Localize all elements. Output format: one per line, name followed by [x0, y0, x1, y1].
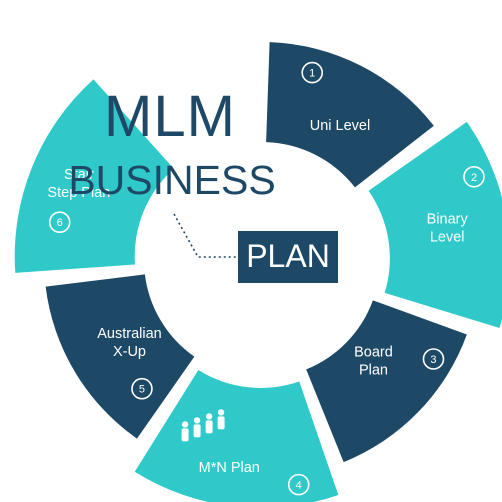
- segment-shape: [45, 274, 195, 439]
- segment-number: 3: [430, 354, 436, 366]
- segment-number: 2: [471, 172, 477, 184]
- people-hierarchy-icon: [181, 409, 225, 442]
- number-circle-icon: [48, 211, 71, 234]
- number-circle-icon: [301, 61, 324, 84]
- title-business: BUSINESS: [68, 157, 275, 203]
- segment-label: Step Plan: [47, 185, 110, 201]
- segment-shape: [266, 42, 434, 188]
- segment-label: Plan: [359, 362, 388, 378]
- number-circle-icon: [463, 165, 485, 188]
- number-circle-icon: [422, 348, 445, 370]
- dotted-connector: [173, 213, 238, 258]
- plan-badge: [238, 231, 338, 283]
- title-mlm: MLM: [104, 84, 236, 149]
- segment-label: Stair: [64, 167, 94, 183]
- plan-badge-label: PLAN: [246, 238, 330, 274]
- plan-segment-4: 4 M*N Plan: [134, 370, 339, 502]
- segment-label: Australian: [97, 326, 161, 342]
- segment-label: X-Up: [113, 344, 146, 360]
- segment-label: Uni Level: [310, 118, 370, 134]
- segment-number: 6: [57, 217, 63, 229]
- number-circle-icon: [287, 473, 310, 496]
- segment-shape: [134, 370, 339, 502]
- segment-label: Board: [354, 344, 393, 360]
- segment-label: Level: [430, 230, 465, 246]
- segment-number: 1: [309, 68, 315, 80]
- segment-label: M*N Plan: [199, 460, 260, 476]
- segment-number: 5: [139, 384, 145, 396]
- segment-shape: [14, 79, 174, 273]
- segment-number: 4: [296, 480, 302, 492]
- segment-label: Binary: [427, 212, 469, 228]
- segment-shape: [368, 121, 502, 329]
- number-circle-icon: [131, 377, 153, 400]
- segment-shape: [306, 300, 467, 463]
